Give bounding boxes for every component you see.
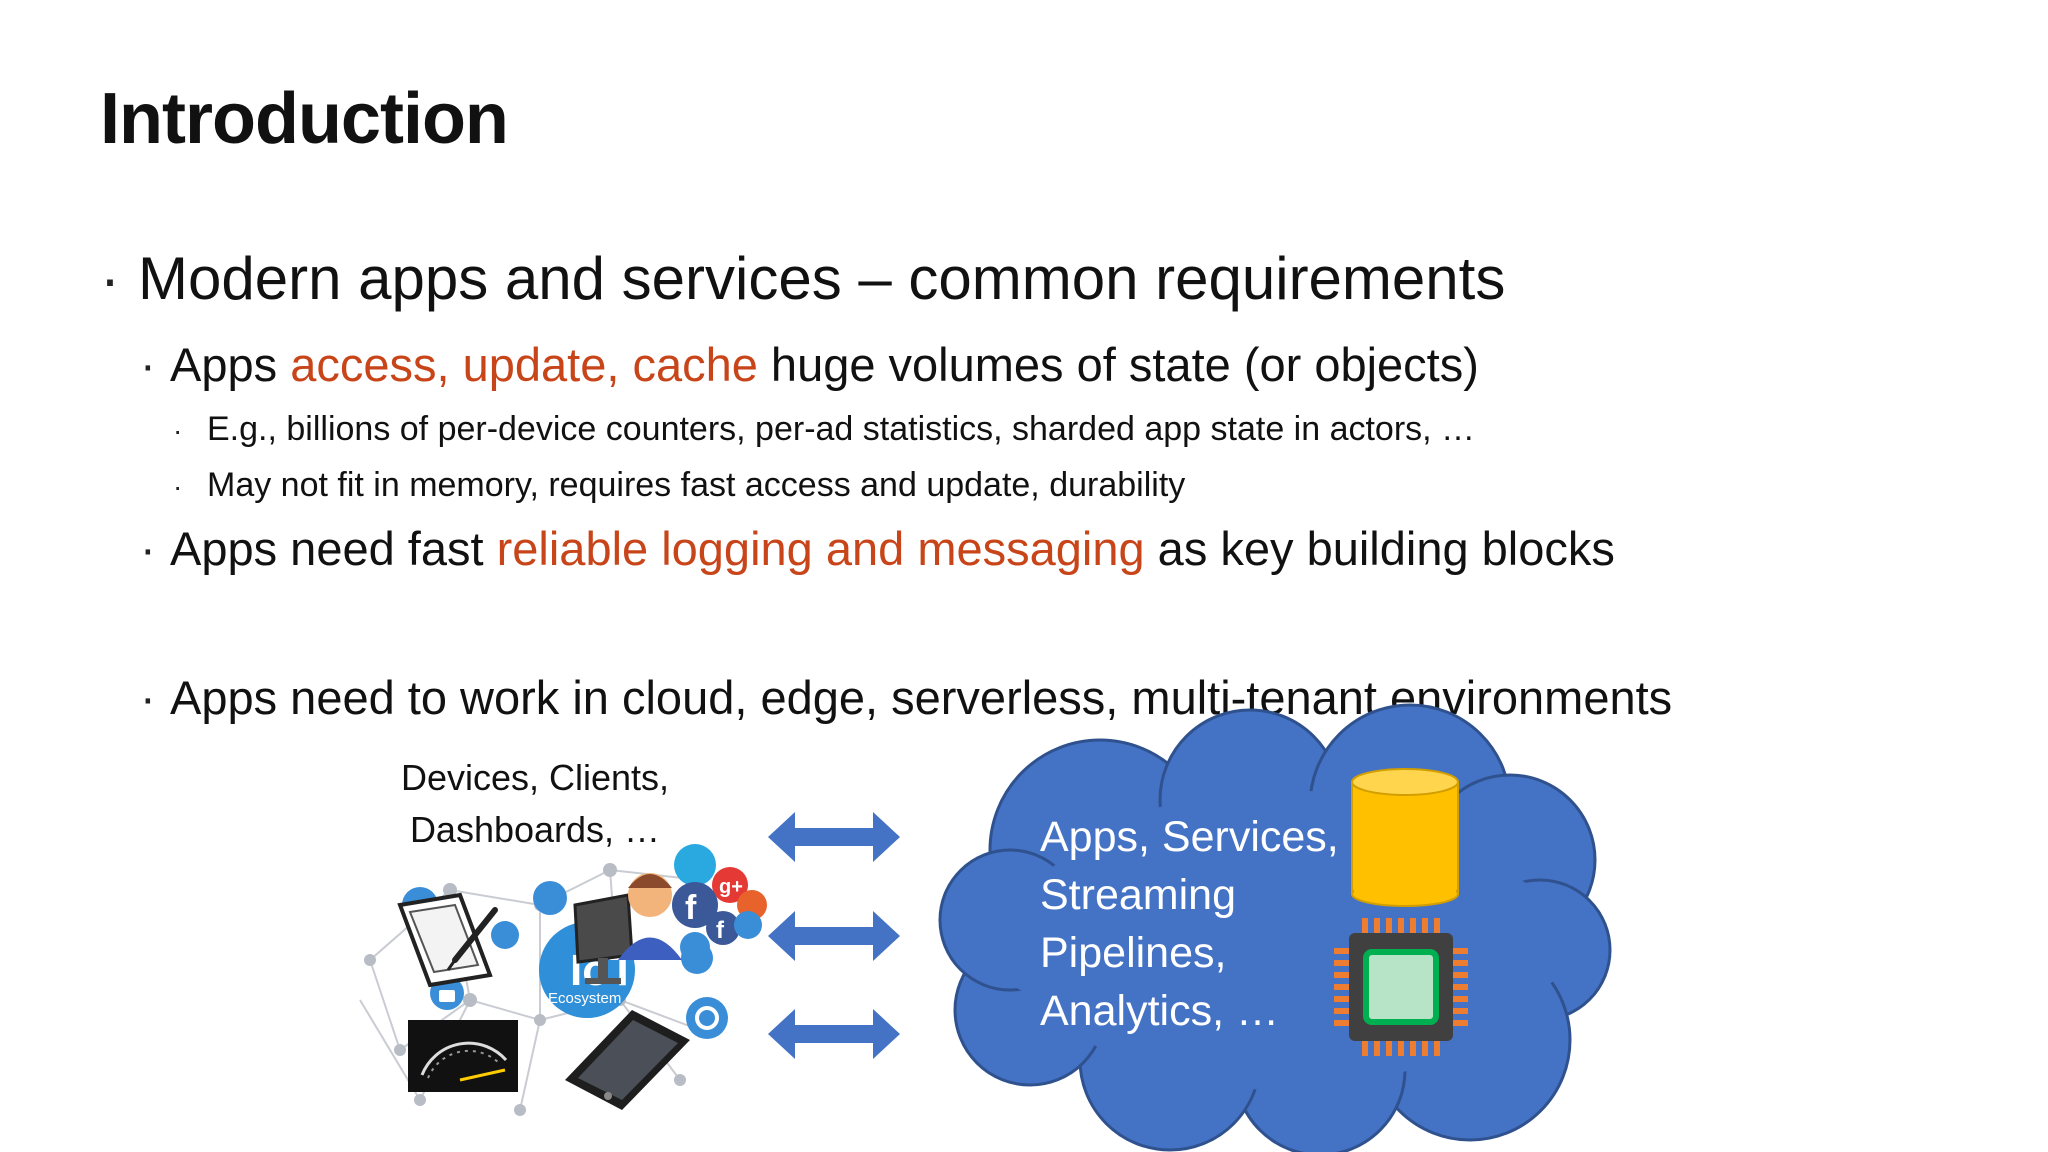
database-icon: [1351, 768, 1459, 907]
bullet-memory: · May not fit in memory, requires fast ac…: [173, 466, 1185, 505]
chip-icon: [1334, 918, 1468, 1056]
bullet-state-prefix: Apps: [170, 338, 291, 391]
slide-title: Introduction: [100, 79, 509, 159]
bullet-logging: · Apps need fast reliable logging and mes…: [140, 521, 1615, 576]
bullet-glyph: ·: [100, 245, 120, 312]
bullet-glyph: ·: [173, 415, 183, 446]
bullet-glyph: ·: [140, 671, 156, 724]
cloud-label-line: Apps, Services,: [1040, 813, 1339, 861]
bullet-state-highlight: access, update, cache: [290, 338, 758, 391]
cloud-label-line: Streaming: [1040, 871, 1236, 919]
bullet-logging-suffix: as key building blocks: [1144, 522, 1615, 575]
bullet-glyph: ·: [173, 471, 183, 502]
bullet-state: · Apps access, update, cache huge volumes…: [140, 337, 1479, 392]
social-media-icons: g+ f f: [672, 844, 767, 962]
bullet-example-text: E.g., billions of per-device counters, p…: [207, 410, 1476, 448]
svg-text:g+: g+: [719, 876, 743, 898]
bullet-state-suffix: huge volumes of state (or objects): [757, 338, 1479, 391]
bullet-memory-text: May not fit in memory, requires fast acc…: [207, 466, 1186, 504]
bidirectional-arrows: [768, 812, 900, 1059]
arrow-bottom: [768, 1009, 900, 1059]
bullet-logging-prefix: Apps need fast: [170, 522, 497, 575]
arrow-middle: [768, 911, 900, 961]
bullet-glyph: ·: [140, 338, 156, 391]
clients-caption: Devices, Clients, Dashboards, …: [375, 752, 695, 856]
cloud-label-line: Pipelines,: [1040, 929, 1227, 977]
speedometer-icon: [408, 1020, 518, 1092]
svg-text:f: f: [716, 917, 725, 944]
bullet-glyph: ·: [140, 522, 156, 575]
bullet-main: · Modern apps and services – common requi…: [100, 244, 1505, 313]
cloud-label-line: Analytics, …: [1040, 987, 1279, 1035]
bullet-logging-highlight: reliable logging and messaging: [496, 522, 1145, 575]
iot-badge-sublabel: Ecosystem: [548, 990, 621, 1007]
svg-text:f: f: [685, 889, 697, 927]
arrow-top: [768, 812, 900, 862]
clients-caption-line2: Dashboards, …: [409, 809, 661, 850]
cloud-label: Apps, Services, Streaming Pipelines, Ana…: [1040, 808, 1339, 1040]
monitor-user-icon: [573, 873, 682, 984]
tablet-pen-icon: [397, 892, 498, 988]
smartphone-icon: [565, 1010, 690, 1110]
bullet-main-text: Modern apps and services – common requir…: [138, 245, 1506, 312]
clients-caption-line1: Devices, Clients,: [400, 757, 670, 798]
bullet-example: · E.g., billions of per-device counters, …: [173, 410, 1475, 449]
